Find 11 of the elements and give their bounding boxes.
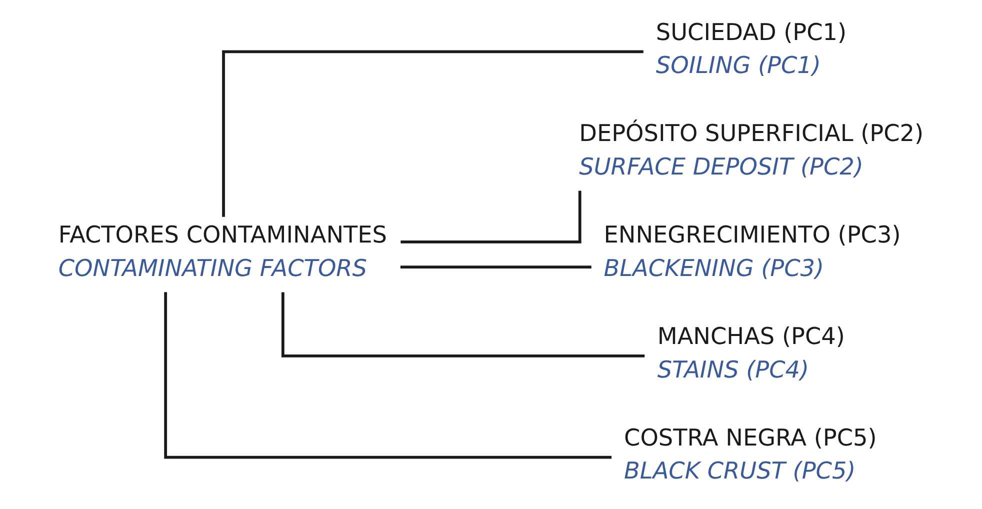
connector [164, 292, 612, 459]
connector [400, 190, 581, 244]
connector [400, 266, 591, 268]
node-text: SUCIEDAD (PC1) SOILING (PC1) [655, 18, 846, 80]
node-text: COSTRA NEGRA (PC5) BLACK CRUST (PC5) [624, 424, 876, 485]
node-text: FACTORES CONTAMINANTES CONTAMINATING FACTORS [58, 222, 387, 282]
node-text: MANCHAS (PC4) STAINS (PC4) [656, 323, 844, 384]
node-text: DEPÓSITO SUPERFICIAL (PC2) SURFACE DEPOSIT (PC2) [578, 120, 924, 181]
connector [280, 292, 644, 358]
node-text: ENNEGRECIMIENTO (PC3) BLACKENING (PC3) [603, 222, 900, 282]
connector [222, 50, 643, 217]
